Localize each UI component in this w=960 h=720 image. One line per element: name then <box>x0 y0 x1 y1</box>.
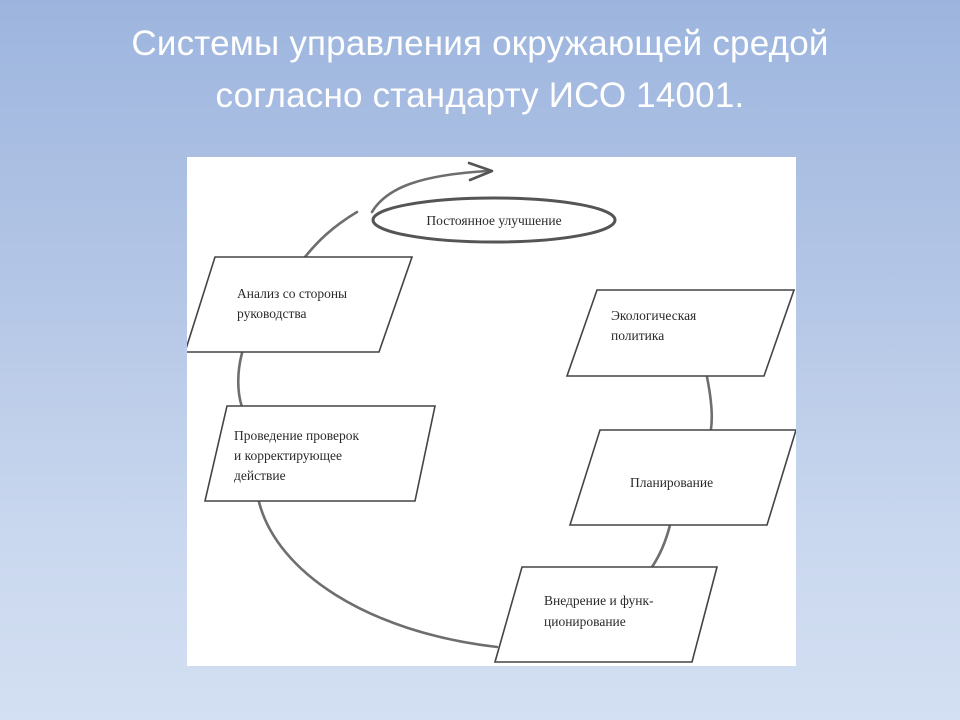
connector-arc-to-arrow <box>370 169 489 214</box>
checking-line-2: и корректирующее <box>234 448 342 463</box>
checking-line-3: действие <box>234 468 286 483</box>
implementation-label: Внедрение и функ- ционирование <box>544 593 657 629</box>
planning-label: Планирование <box>630 475 713 490</box>
slide-title-line-2: согласно стандарту ИСО 14001. <box>215 76 745 115</box>
implementation-box <box>493 566 719 663</box>
continuous-improvement-label: Постоянное улучшение <box>426 213 561 228</box>
slide-title: Системы управления окружающей средой сог… <box>0 18 960 122</box>
implementation-line-2: ционирование <box>544 614 626 629</box>
management-review-line-1: Анализ со стороны <box>237 286 347 301</box>
implementation-line-1: Внедрение и функ- <box>544 593 654 608</box>
environmental-policy-box <box>565 289 796 377</box>
diagram-canvas: Постоянное улучшение Анализ со стороны р… <box>187 161 796 663</box>
continuous-improvement-ellipse <box>371 196 617 244</box>
connector-policy-to-planning <box>705 375 714 431</box>
checking-box <box>203 405 436 502</box>
environmental-policy-label: Экологическая политика <box>611 308 700 343</box>
management-review-line-2: руководства <box>237 306 307 321</box>
connector-checking-to-implementation <box>257 500 499 649</box>
slide-title-line-1: Системы управления окружающей средой <box>131 24 829 63</box>
management-review-label: Анализ со стороны руководства <box>237 286 351 321</box>
management-review-box <box>187 256 414 353</box>
cycle-arrowhead-icon <box>467 161 494 182</box>
checking-line-1: Проведение проверок <box>234 428 360 443</box>
connector-implementation-to-planning <box>650 523 672 569</box>
environmental-policy-line-2: политика <box>611 328 664 343</box>
planning-line-1: Планирование <box>630 475 713 490</box>
connector-review-to-checking <box>236 351 244 409</box>
checking-label: Проведение проверок и корректирующее дей… <box>234 428 362 483</box>
planning-box <box>568 429 796 526</box>
pdca-cycle-diagram: Постоянное улучшение Анализ со стороны р… <box>187 157 796 666</box>
environmental-policy-line-1: Экологическая <box>611 308 696 323</box>
connector-review-to-ellipse <box>303 210 359 259</box>
